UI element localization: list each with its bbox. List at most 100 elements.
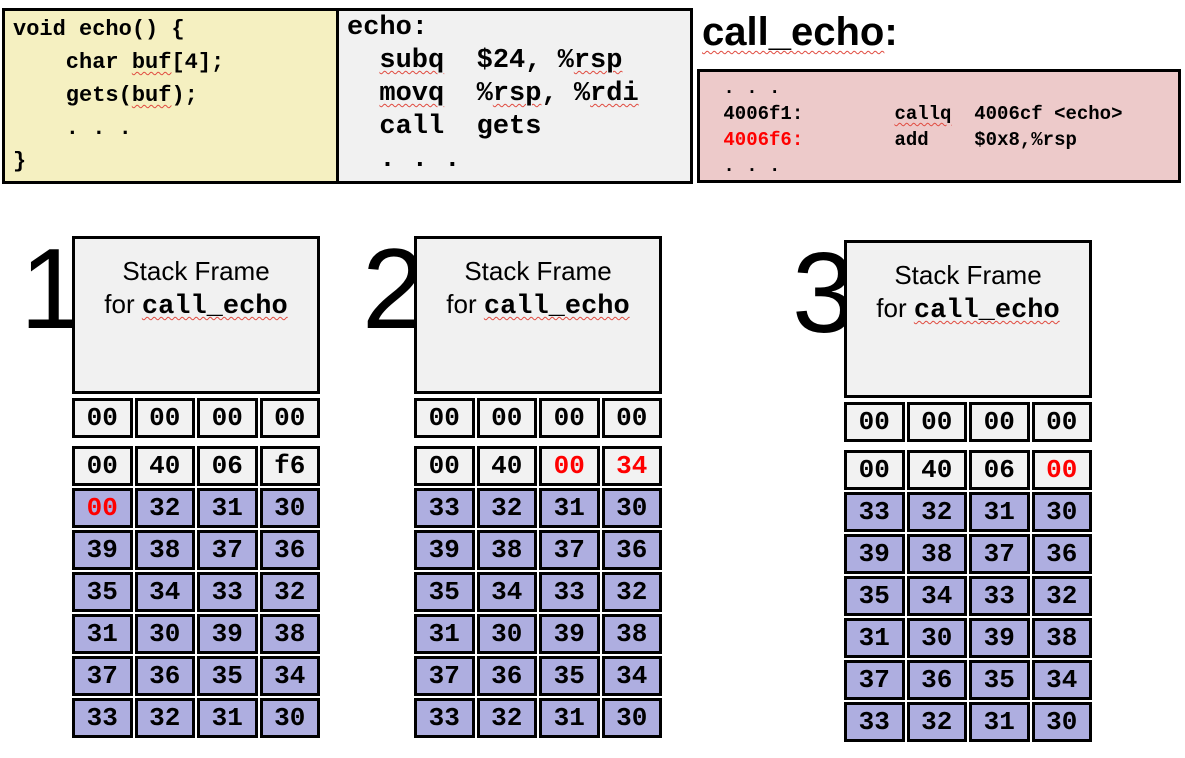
byte-cell: 30 (906, 618, 967, 658)
byte-cell: 00 (72, 446, 133, 486)
byte-cell: 31 (414, 614, 475, 654)
code-segment: . . . (347, 145, 461, 175)
code-segment: buf (131, 83, 172, 108)
code-segment: callq (894, 103, 952, 125)
byte-cell: 33 (72, 698, 133, 738)
code-segment: % (444, 79, 493, 109)
stack-frame-for: for (446, 289, 484, 319)
code-segment: add $0x8,%rsp (803, 129, 1077, 151)
code-segment (347, 79, 379, 109)
byte-cell: 34 (476, 572, 537, 612)
stack-frame-func: call_echo (483, 292, 630, 322)
code-segment (712, 129, 723, 151)
byte-cell: 34 (601, 656, 662, 696)
byte-cell: 35 (539, 656, 600, 696)
byte-cell: 30 (259, 698, 320, 738)
byte-cell: 32 (906, 702, 967, 742)
code-segment: rsp (573, 46, 623, 76)
call-echo-disassembly-box: . . . 4006f1: callq 4006cf <echo> 4006f6… (697, 69, 1181, 183)
code-segment: 4006f6: (723, 129, 804, 151)
byte-cell: 38 (134, 530, 195, 570)
byte-cell: 38 (476, 530, 537, 570)
byte-cell: 06 (197, 446, 258, 486)
byte-cell: 36 (134, 656, 195, 696)
byte-cell: 38 (906, 534, 967, 574)
call-echo-heading-colon: : (884, 10, 898, 54)
byte-cell: 06 (969, 450, 1030, 490)
stack-frame-subtitle: for call_echo (75, 287, 317, 322)
byte-cell: 31 (969, 702, 1030, 742)
code-line: movq %rsp, %rdi (347, 78, 690, 111)
byte-cell: 33 (969, 576, 1030, 616)
byte-cell: 32 (601, 572, 662, 612)
code-segment: . . . (712, 77, 781, 99)
byte-cell: 39 (844, 534, 905, 574)
byte-cell: 35 (969, 660, 1030, 700)
diagram-number: 3 (792, 230, 856, 357)
byte-cell: 38 (601, 614, 662, 654)
stack-frame-box: Stack Frame for call_echo (72, 236, 320, 394)
byte-cell: 34 (1031, 660, 1092, 700)
byte-cell: 39 (539, 614, 600, 654)
byte-cell: 00 (476, 398, 537, 438)
byte-cell: 00 (1031, 402, 1092, 442)
byte-cell: 30 (601, 488, 662, 528)
code-line: . . . (13, 112, 336, 145)
code-segment (347, 46, 379, 76)
byte-cell: f6 (259, 446, 320, 486)
byte-cell: 00 (197, 398, 258, 438)
byte-cell: 40 (906, 450, 967, 490)
byte-cell: 31 (72, 614, 133, 654)
byte-cell: 31 (844, 618, 905, 658)
stack-frame-box: Stack Frame for call_echo (844, 240, 1092, 398)
code-line: . . . (712, 75, 1178, 101)
byte-cell: 39 (969, 618, 1030, 658)
byte-cell: 00 (72, 488, 133, 528)
byte-cell: 00 (844, 450, 905, 490)
byte-cell: 36 (906, 660, 967, 700)
byte-cell: 31 (197, 488, 258, 528)
byte-cell: 34 (259, 656, 320, 696)
byte-cell: 36 (476, 656, 537, 696)
byte-cell: 00 (72, 398, 133, 438)
byte-cell: 38 (1031, 618, 1092, 658)
byte-cell: 35 (197, 656, 258, 696)
diagram-number: 2 (362, 226, 426, 353)
code-line: echo: (347, 12, 690, 45)
code-line: 4006f6: add $0x8,%rsp (712, 127, 1178, 153)
byte-cell: 32 (134, 698, 195, 738)
code-line: char buf[4]; (13, 46, 336, 79)
byte-cell: 37 (844, 660, 905, 700)
byte-cell: 33 (414, 698, 475, 738)
byte-cell: 32 (259, 572, 320, 612)
byte-cell: 00 (906, 402, 967, 442)
byte-cell: 00 (969, 402, 1030, 442)
code-line: gets(buf); (13, 79, 336, 112)
code-segment: ); (171, 83, 198, 108)
byte-cell: 39 (197, 614, 258, 654)
code-line: void echo() { (13, 13, 336, 46)
byte-cell: 34 (601, 446, 662, 486)
stack-frame-func: call_echo (141, 292, 288, 322)
byte-cell: 33 (539, 572, 600, 612)
code-segment: $24, % (444, 46, 574, 76)
code-segment: rsp (492, 79, 542, 109)
